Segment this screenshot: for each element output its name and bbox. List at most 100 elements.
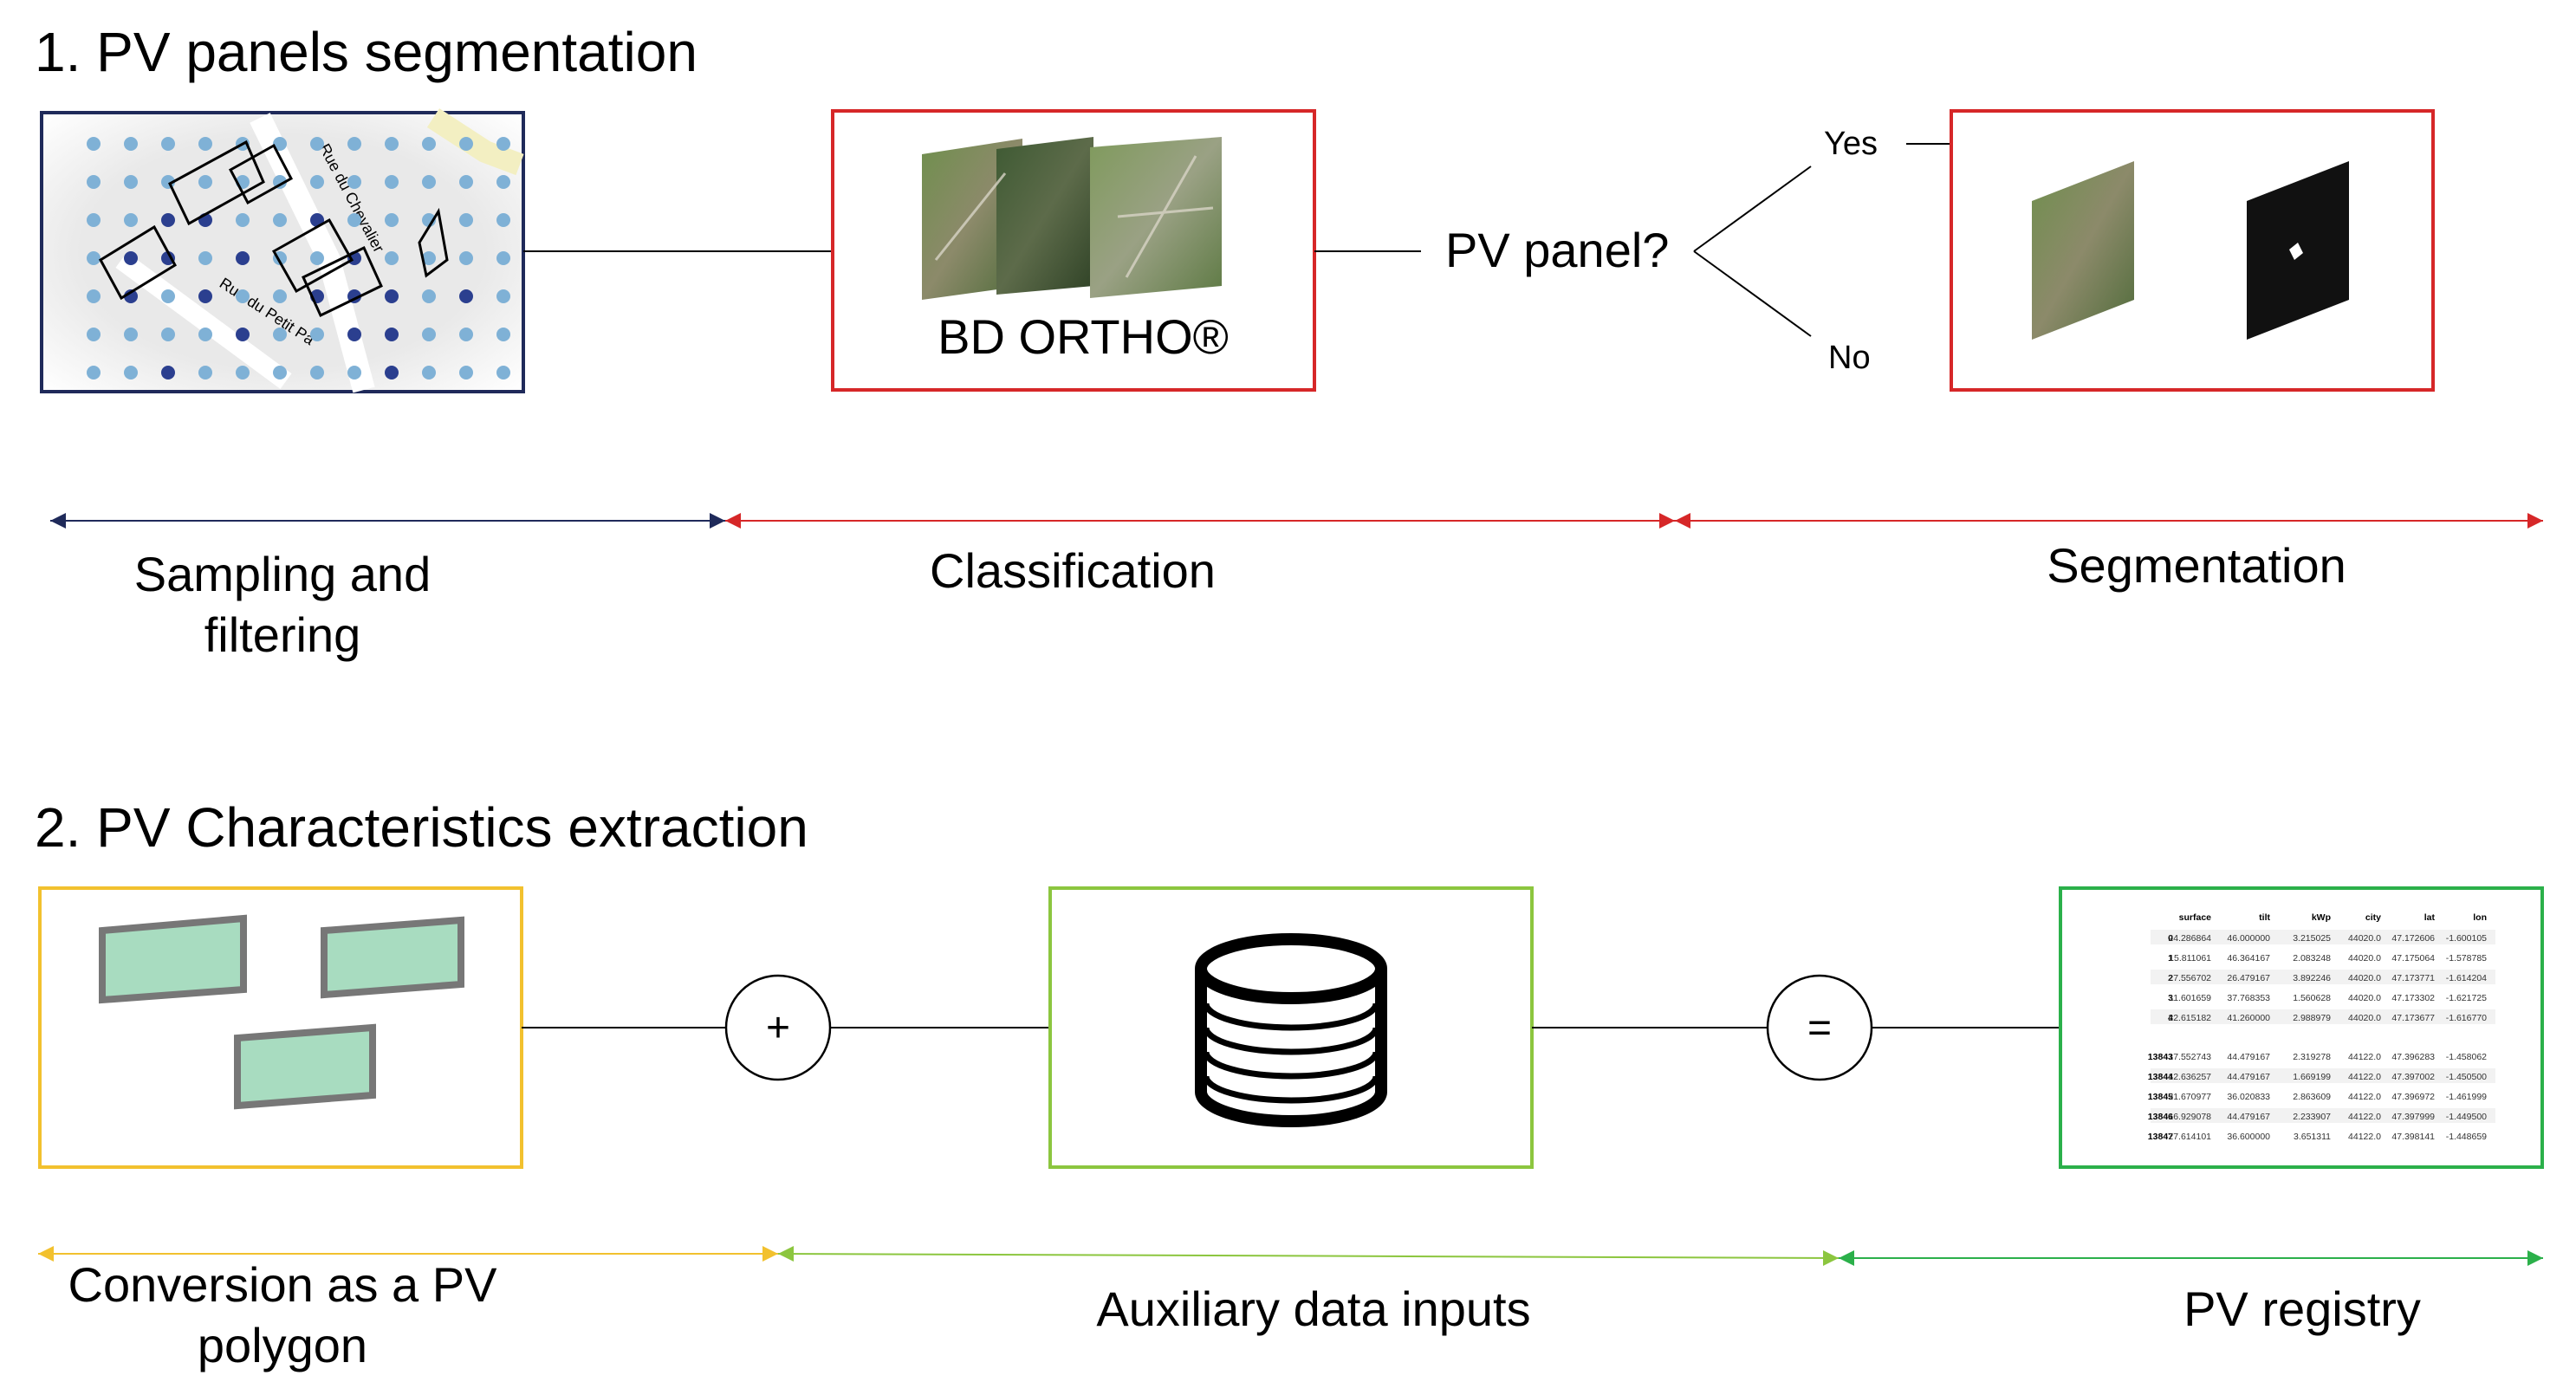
- map-road-yellow: [426, 108, 524, 176]
- building-footprint: [302, 245, 383, 318]
- section2-title: 2. PV Characteristics extraction: [35, 796, 808, 859]
- ortho-label: BD ORTHO®: [938, 309, 1229, 364]
- sample-point: [161, 289, 175, 303]
- registry-cell: 44.479167: [2227, 1072, 2270, 1082]
- sample-point: [422, 289, 436, 303]
- yes-label: Yes: [1824, 126, 1878, 162]
- registry-row-index: 13845: [2148, 1092, 2173, 1102]
- sample-point: [459, 289, 473, 303]
- stage-label-registry: PV registry: [2183, 1281, 2421, 1336]
- registry-row-index: 0: [2168, 933, 2173, 944]
- registry-row-index: 1: [2168, 953, 2173, 964]
- registry-cell: 44020.0: [2348, 1013, 2381, 1023]
- registry-cell: 3.892246: [2293, 973, 2331, 983]
- pv-polygon-1: [99, 914, 247, 1004]
- registry-cell: 1.669199: [2293, 1072, 2331, 1082]
- sample-point: [496, 175, 510, 189]
- registry-row-index: 13846: [2148, 1112, 2173, 1122]
- registry-cell: 24.286864: [2168, 933, 2211, 944]
- sample-point: [310, 137, 324, 151]
- building-footprint: [99, 224, 177, 301]
- registry-cell: 47.397002: [2391, 1072, 2435, 1082]
- registry-cell: 46.000000: [2227, 933, 2270, 944]
- registry-cell: 17.552743: [2168, 1052, 2211, 1062]
- sample-point: [124, 328, 138, 341]
- sampling-map-box: Rue du Chevalier Rue du Petit Pa: [40, 108, 525, 393]
- sample-point: [459, 213, 473, 227]
- sample-point: [310, 366, 324, 380]
- registry-cell: 11.601659: [2169, 993, 2211, 1003]
- sample-points: [87, 137, 510, 380]
- sample-point: [273, 213, 287, 227]
- registry-row-stripe: [2151, 1009, 2495, 1024]
- segmentation-input-tile: [2032, 161, 2134, 340]
- registry-cell: 37.768353: [2227, 993, 2270, 1003]
- sample-point: [310, 251, 324, 265]
- registry-cell: 47.173771: [2391, 973, 2435, 983]
- registry-row-stripe: [2151, 1108, 2495, 1123]
- registry-row-index: 2: [2168, 973, 2173, 983]
- registry-cell: -1.614204: [2446, 973, 2487, 983]
- pv-polygon-box: [38, 886, 523, 1169]
- sample-point: [422, 175, 436, 189]
- registry-cell: 46.364167: [2227, 953, 2270, 964]
- registry-column-header: surface: [2179, 912, 2212, 923]
- registry-cell: 2.863609: [2293, 1092, 2331, 1102]
- no-branch-line: [1693, 250, 1812, 337]
- sample-point: [161, 366, 175, 380]
- section1-title: 1. PV panels segmentation: [35, 21, 698, 83]
- sample-point: [385, 289, 399, 303]
- sample-point: [161, 328, 175, 341]
- database-icon: [1195, 933, 1387, 1127]
- segmentation-mask-panel: [2289, 243, 2303, 260]
- sample-point: [385, 251, 399, 265]
- no-label: No: [1828, 340, 1871, 376]
- sample-point: [198, 251, 212, 265]
- sample-point: [87, 137, 101, 151]
- pv-polygon-2: [321, 916, 464, 999]
- registry-cell: 47.173302: [2391, 993, 2435, 1003]
- registry-cell: 16.929078: [2168, 1112, 2211, 1122]
- sample-point: [236, 328, 250, 341]
- registry-cell: 44122.0: [2348, 1092, 2381, 1102]
- sample-point: [347, 328, 361, 341]
- sample-point: [496, 328, 510, 341]
- sample-point: [496, 213, 510, 227]
- registry-cell: -1.458062: [2446, 1052, 2487, 1062]
- sample-point: [236, 251, 250, 265]
- building-footprint: [168, 140, 265, 226]
- registry-cell: 47.172606: [2391, 933, 2435, 944]
- stage-label-auxiliary: Auxiliary data inputs: [1096, 1281, 1530, 1336]
- sample-point: [124, 251, 138, 265]
- building-footprint: [228, 143, 294, 205]
- sample-point: [385, 213, 399, 227]
- registry-cell: 3.215025: [2293, 933, 2331, 944]
- sample-point: [459, 137, 473, 151]
- sample-point: [496, 366, 510, 380]
- aerial-tile-3: [1090, 137, 1222, 298]
- stage-label-classification: Classification: [930, 543, 1216, 598]
- sample-point: [347, 213, 361, 227]
- sample-point: [87, 213, 101, 227]
- sample-point: [422, 251, 436, 265]
- sample-point: [273, 137, 287, 151]
- registry-cell: 44.479167: [2227, 1052, 2270, 1062]
- registry-cell: 2.233907: [2293, 1112, 2331, 1122]
- sample-point: [422, 328, 436, 341]
- sample-point: [459, 328, 473, 341]
- building-footprint: [271, 217, 354, 294]
- sample-point: [198, 137, 212, 151]
- classification-box: BD ORTHO®: [831, 109, 1316, 392]
- sample-point: [273, 366, 287, 380]
- sample-point: [459, 251, 473, 265]
- registry-row-index: 13843: [2148, 1052, 2173, 1062]
- registry-cell: 15.811061: [2169, 953, 2211, 964]
- sample-point: [459, 175, 473, 189]
- sample-point: [347, 366, 361, 380]
- registry-column-header: lat: [2424, 912, 2436, 923]
- sample-point: [87, 328, 101, 341]
- pv-panel-question: PV panel?: [1445, 223, 1669, 277]
- segmentation-box: [1950, 109, 2435, 392]
- registry-row-stripe: [2151, 1068, 2495, 1083]
